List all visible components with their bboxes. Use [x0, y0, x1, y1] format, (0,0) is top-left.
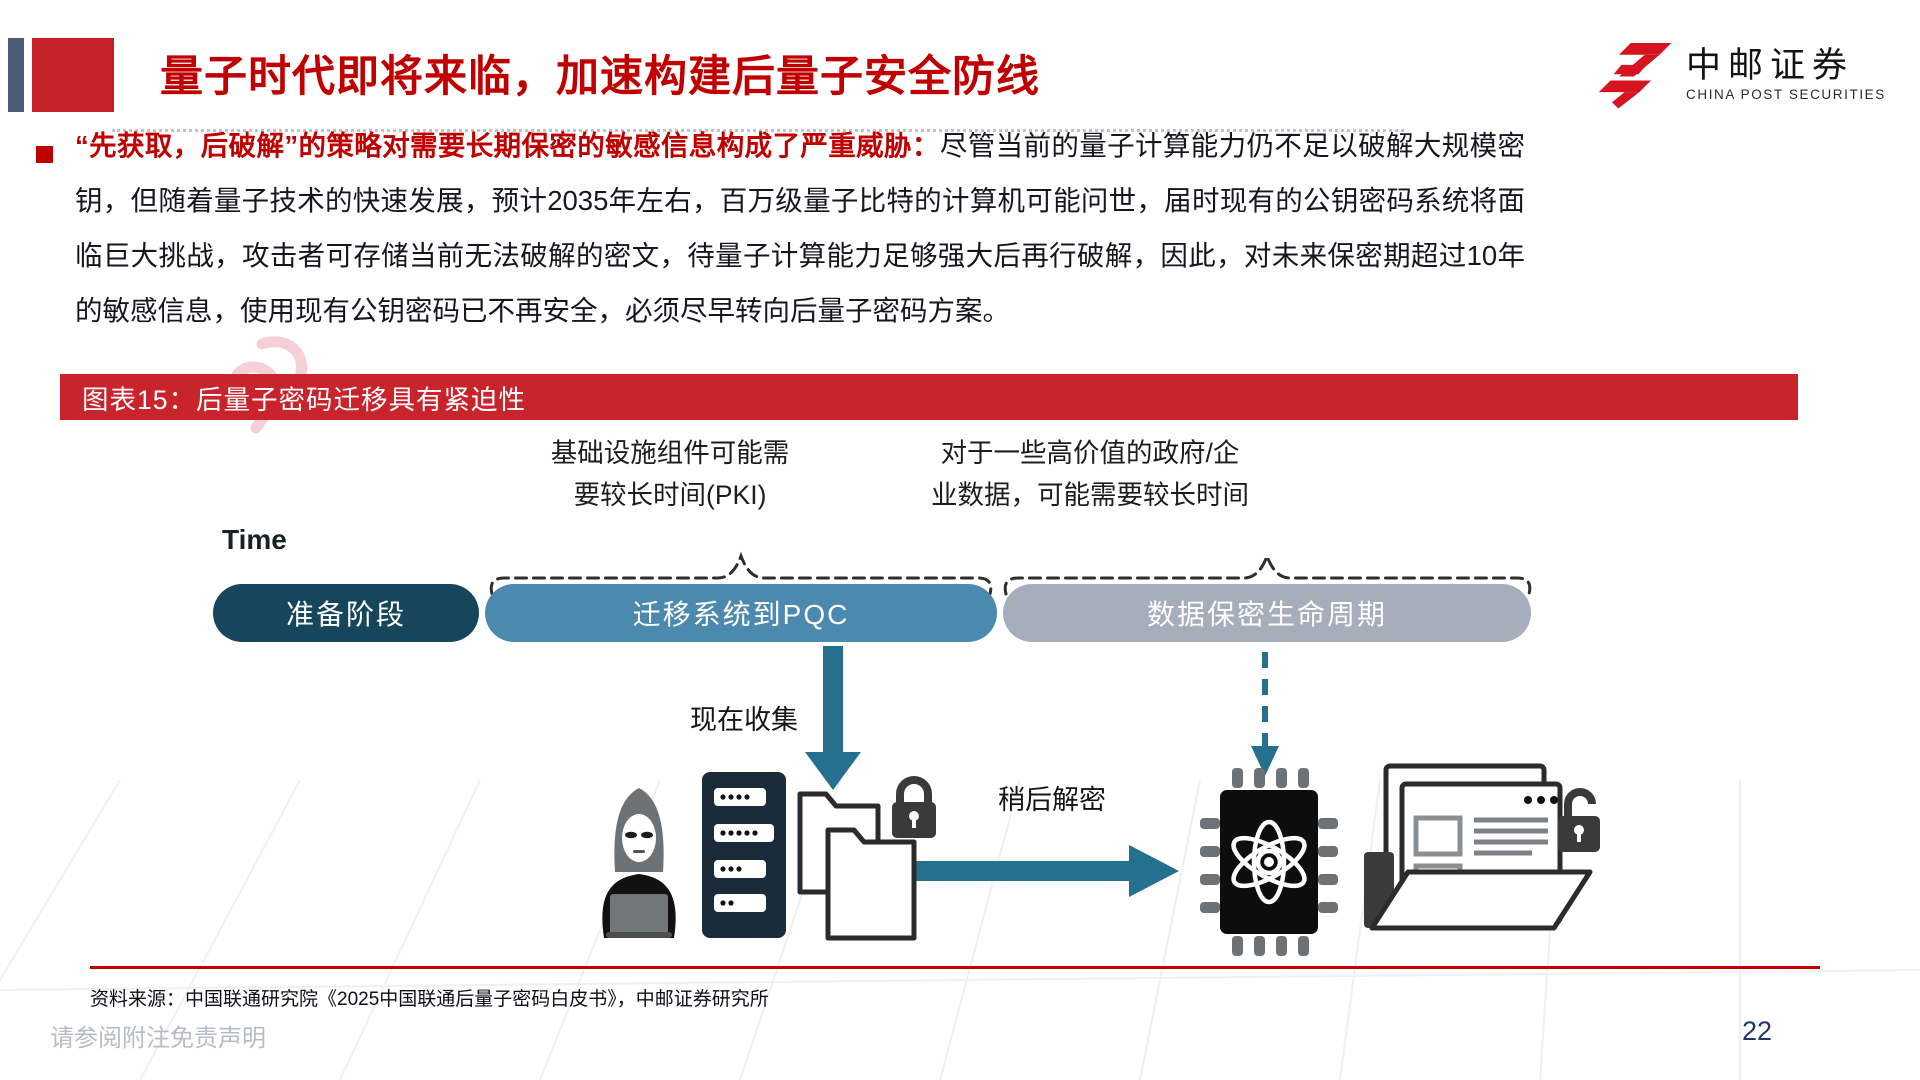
documents-lock-icon [1364, 763, 1600, 931]
company-logo: 中邮证券 CHINA POST SECURITIES [1598, 36, 1898, 114]
page-number: 22 [1742, 1016, 1773, 1046]
dashed-down-arrow-icon [1251, 652, 1279, 776]
dashed-brace-right-icon [1003, 551, 1532, 596]
accent-square-red [32, 38, 114, 112]
background-grid-lines [0, 780, 1920, 1080]
accent-bar-slate [8, 38, 24, 112]
bullet-square [36, 146, 53, 163]
page-title: 量子时代即将来临，加速构建后量子安全防线 [160, 53, 1040, 101]
logo-name-cn: 中邮证券 [1686, 46, 1855, 85]
segment-label: 准备阶段 [285, 599, 406, 630]
annotation-left: 基础设施组件可能需 要较长时间(PKI) [550, 438, 790, 510]
logo-name-en: CHINA POST SECURITIES [1686, 87, 1886, 102]
collect-now-label: 现在收集 [690, 705, 798, 735]
paragraph-body: 尽管当前的量子计算能力仍不足以破解大规模密钥，但随着量子技术的快速发展，预计20… [75, 130, 1526, 326]
timeline-segment-migrate: 迁移系统到PQC [485, 584, 997, 642]
right-arrow-icon [893, 845, 1179, 897]
annotation-right: 对于一些高价值的政府/企 业数据，可能需要较长时间 [931, 438, 1249, 510]
body-paragraph: “先获取，后破解”的策略对需要长期保密的敏感信息构成了严重威胁：尽管当前的量子计… [75, 118, 1525, 338]
china-post-emblem-icon [1598, 43, 1672, 109]
dashed-brace-left-icon [489, 551, 993, 596]
disclaimer-text: 请参阅附注免责声明 [50, 1025, 266, 1052]
figure-banner-label: 图表15：后量子密码迁移具有紧迫性 [82, 384, 526, 415]
paragraph-lead: “先获取，后破解”的策略对需要长期保密的敏感信息构成了严重威胁： [75, 130, 940, 161]
server-icon [702, 772, 786, 938]
quantum-chip-icon [1200, 768, 1338, 956]
down-arrow-icon [805, 646, 861, 790]
time-axis-label: Time [222, 524, 287, 555]
timeline-segment-prepare: 准备阶段 [213, 584, 479, 642]
title-divider [112, 129, 1404, 132]
decrypt-later-label: 稍后解密 [998, 785, 1106, 815]
hacker-icon [602, 788, 676, 938]
figure-banner: 图表15：后量子密码迁移具有紧迫性 [60, 374, 1798, 420]
footer-red-line [90, 966, 1820, 969]
segment-label: 数据保密生命周期 [1146, 599, 1387, 630]
folders-lock-icon [797, 776, 936, 941]
segment-label: 迁移系统到PQC [632, 599, 850, 630]
timeline-segment-lifecycle: 数据保密生命周期 [1003, 584, 1531, 642]
source-text: 资料来源：中国联通研究院《2025中国联通后量子密码白皮书》，中邮证券研究所 [90, 989, 769, 1010]
